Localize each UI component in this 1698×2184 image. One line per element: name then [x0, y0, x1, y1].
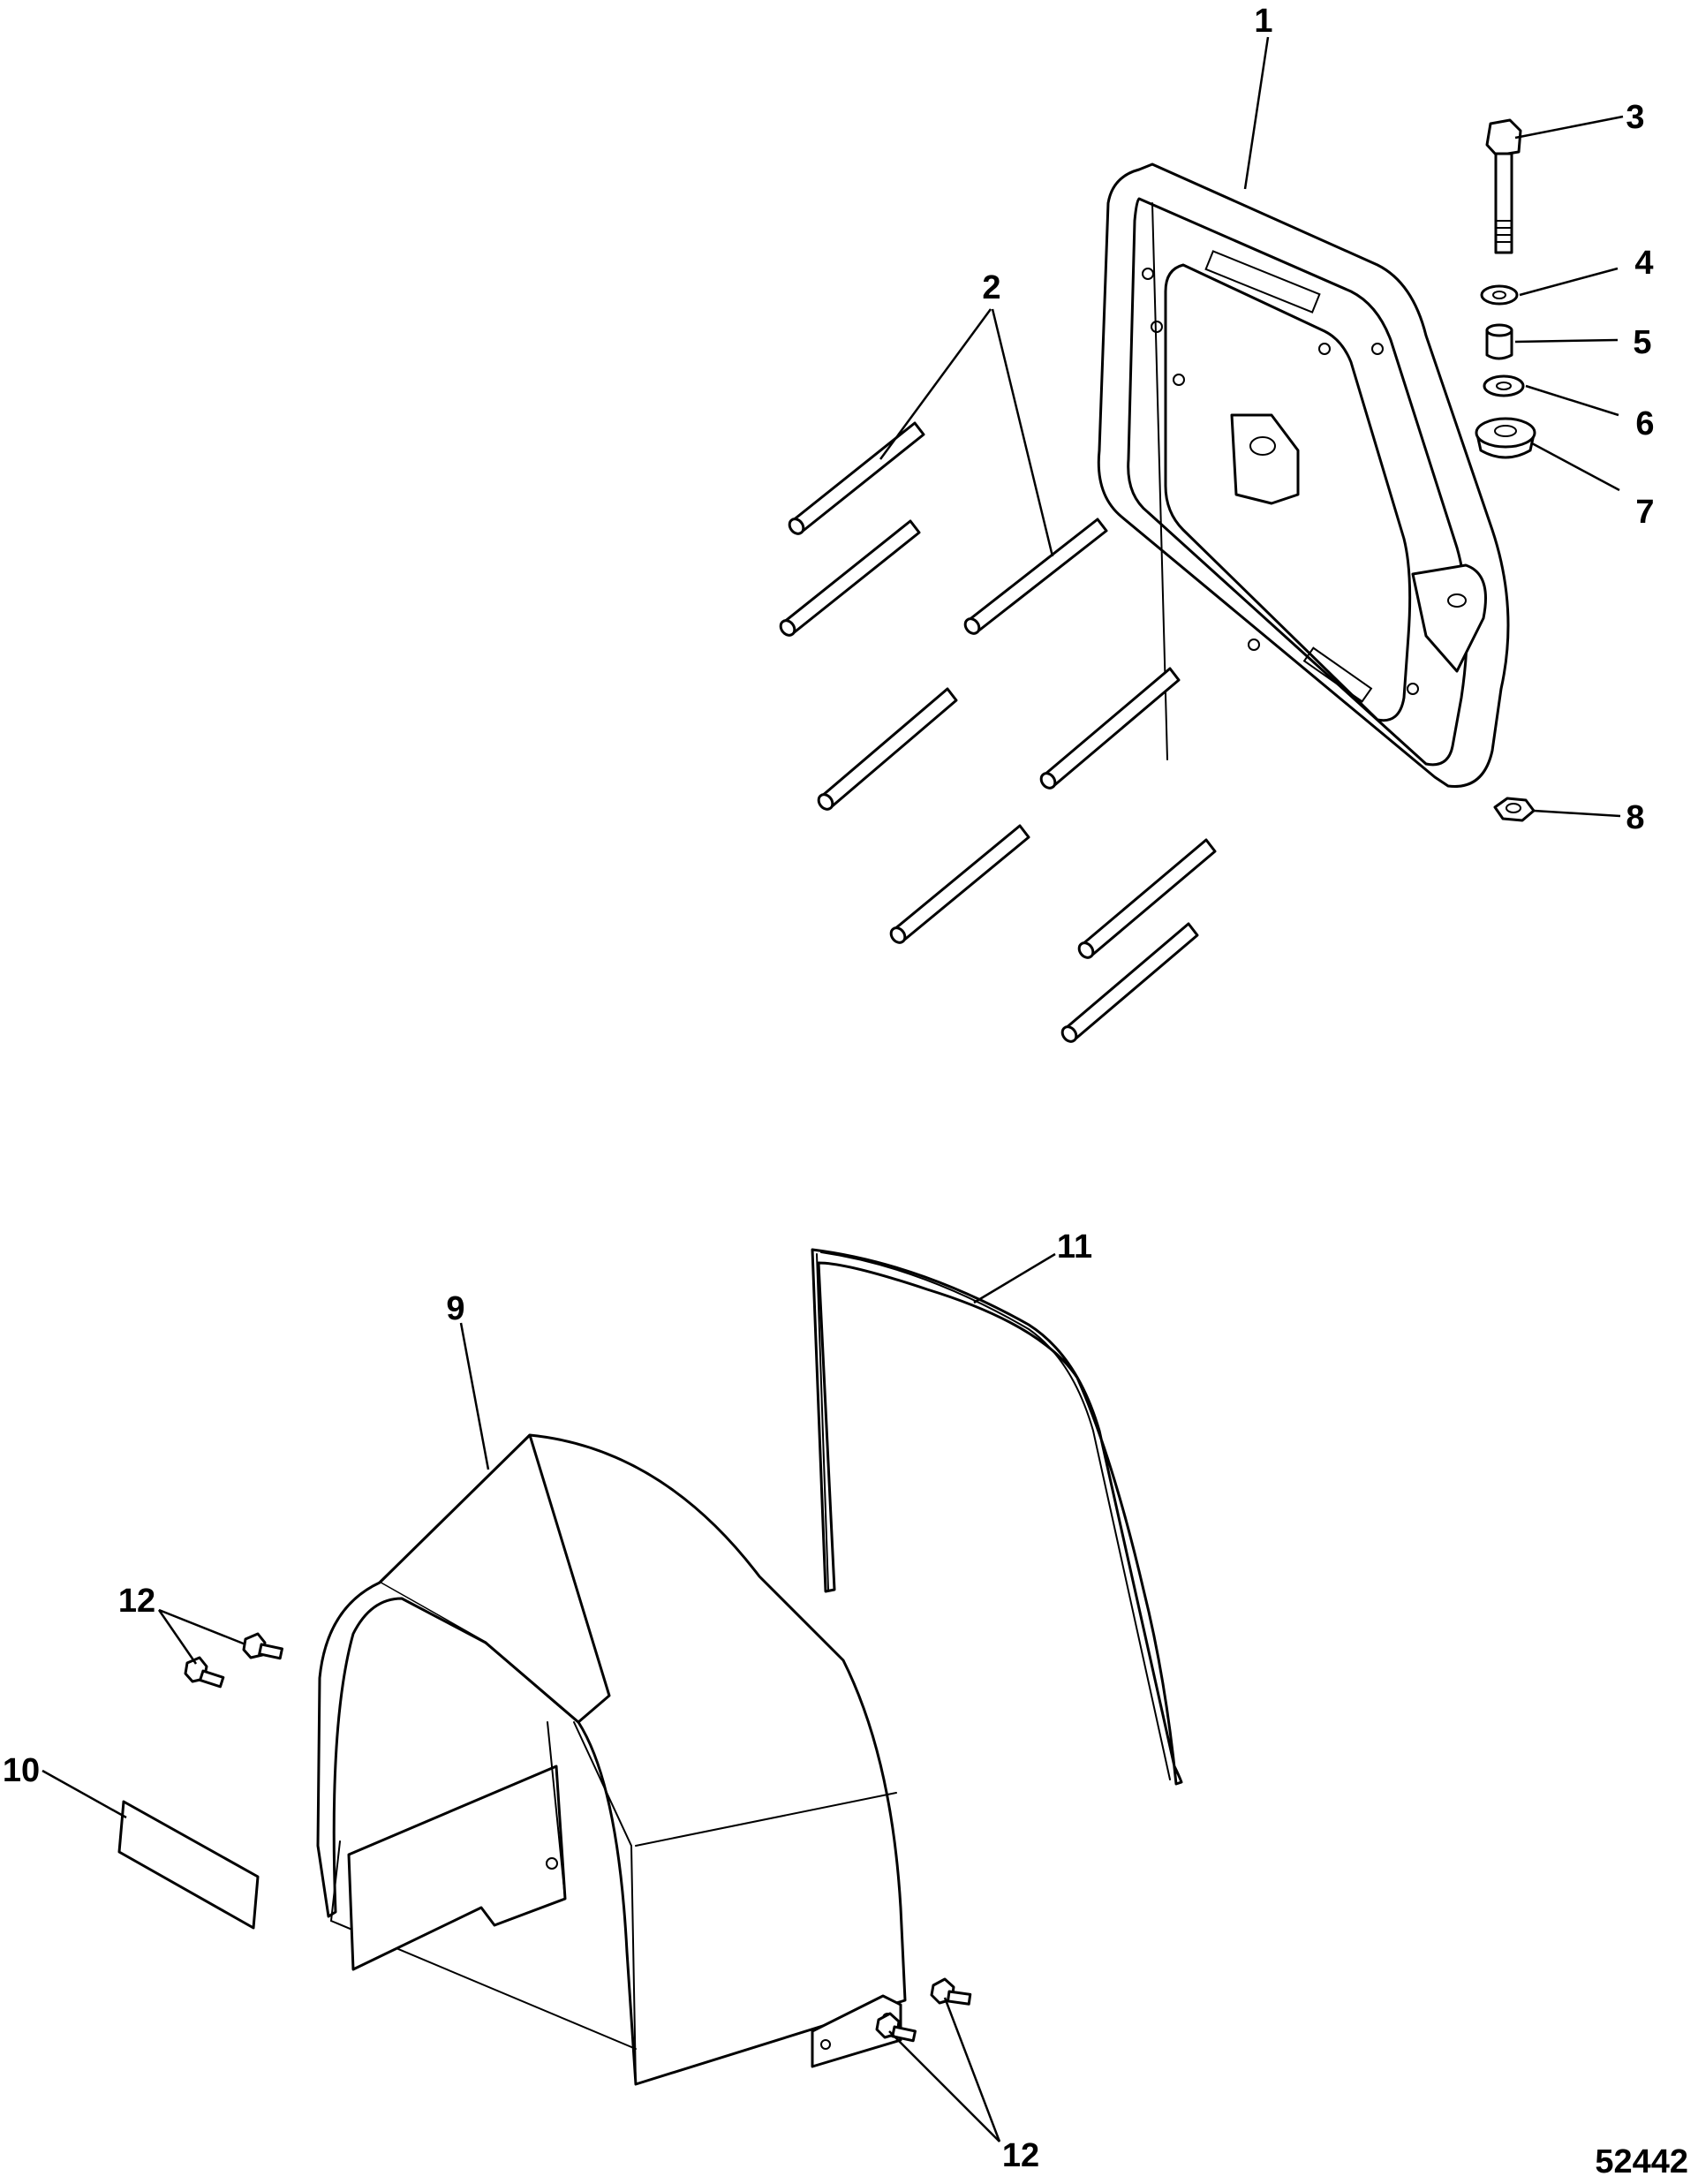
- pins-group: [779, 421, 1217, 1043]
- pin: [817, 687, 958, 811]
- decal: [117, 1800, 260, 1930]
- grommet: [1475, 417, 1536, 459]
- seal-strip: [811, 1248, 1183, 1786]
- callout-8: 8: [1626, 799, 1644, 836]
- callout-3: 3: [1626, 99, 1644, 136]
- screw: [875, 2012, 917, 2043]
- pin: [1039, 667, 1181, 790]
- screw: [242, 1632, 283, 1660]
- callout-7: 7: [1635, 494, 1654, 531]
- nut: [1493, 797, 1536, 822]
- pin: [1060, 922, 1199, 1043]
- screw: [930, 1977, 972, 2006]
- figure-id: 52442: [1595, 2143, 1688, 2180]
- callout-4: 4: [1634, 245, 1653, 282]
- pin: [779, 519, 921, 637]
- callout-6: 6: [1635, 405, 1654, 442]
- spacer: [1485, 323, 1513, 360]
- pin: [1077, 838, 1217, 959]
- bolt: [1485, 118, 1522, 254]
- screw: [184, 1656, 225, 1689]
- pin: [889, 824, 1030, 944]
- callout-10: 10: [3, 1752, 40, 1789]
- callout-12-top: 12: [118, 1583, 155, 1620]
- callout-labels: 1 2 3 4 5 6 7 8 9 10 11 12 12: [3, 3, 1655, 2174]
- mounting-bracket-frame: [1097, 162, 1510, 788]
- pin: [788, 421, 925, 535]
- callout-11: 11: [1057, 1228, 1092, 1266]
- washer: [1480, 284, 1519, 306]
- cover: [316, 1433, 907, 2086]
- callout-1: 1: [1254, 3, 1272, 40]
- callout-12-bottom: 12: [1002, 2137, 1039, 2174]
- pin: [963, 518, 1108, 635]
- callout-5: 5: [1633, 324, 1651, 361]
- callout-2: 2: [982, 269, 1000, 306]
- callout-9: 9: [446, 1290, 464, 1327]
- leader-lines: [42, 36, 1624, 2142]
- washer: [1483, 374, 1525, 397]
